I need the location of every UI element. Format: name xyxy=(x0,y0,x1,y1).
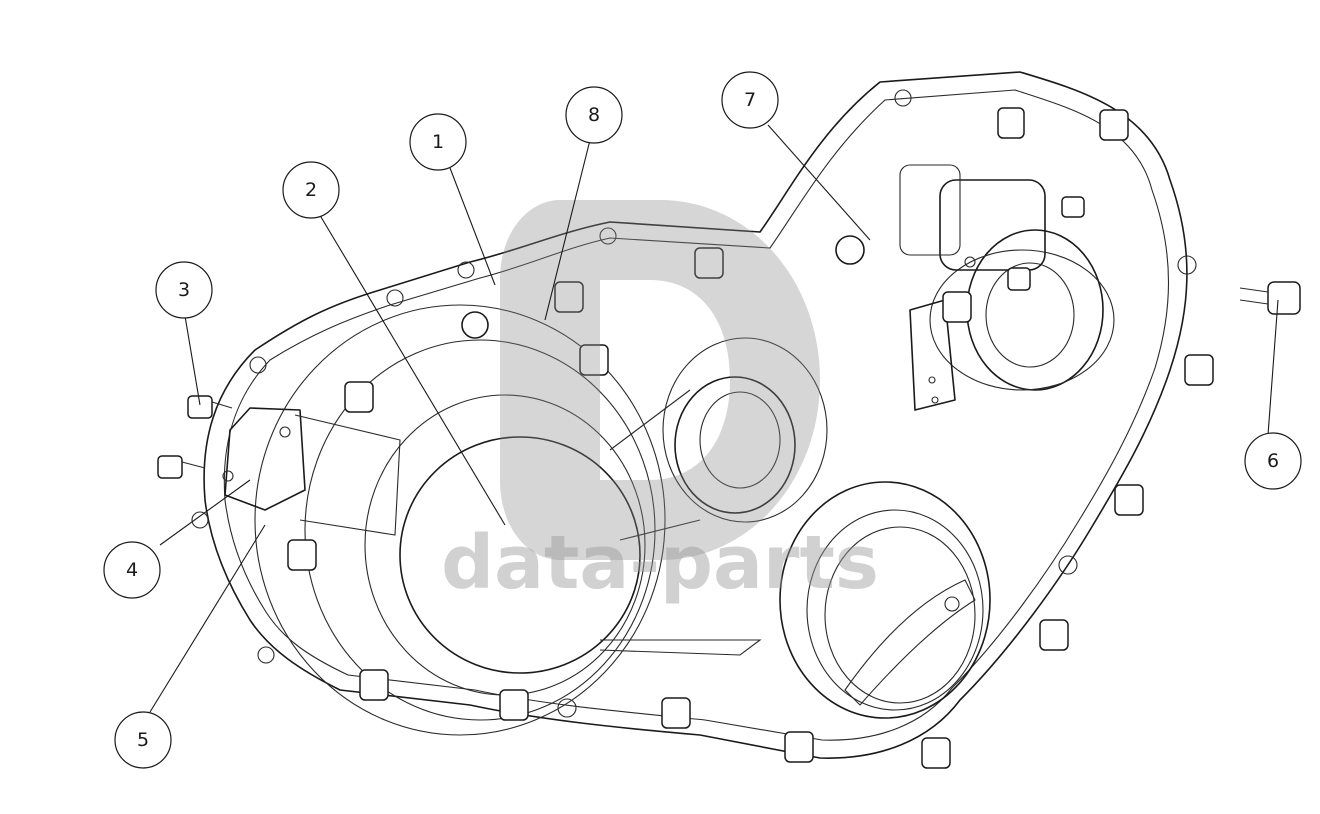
left-sensor-assembly xyxy=(222,407,401,536)
bolt-mid-top xyxy=(694,247,724,279)
bolt-left-1 xyxy=(344,381,374,413)
bolt-part-6 xyxy=(1239,281,1301,315)
bolt-bottom-2 xyxy=(499,689,529,721)
mounting-holes xyxy=(191,89,1197,718)
bolt-upper-left-2 xyxy=(579,344,609,376)
watermark-text: data-parts xyxy=(441,520,879,606)
callout-7: 7 xyxy=(721,71,779,129)
right-sensor-assembly xyxy=(899,164,1046,411)
callout-6-label: 6 xyxy=(1267,450,1279,472)
callout-6: 6 xyxy=(1244,432,1302,490)
callout-5-label: 5 xyxy=(137,729,149,751)
callout-4-label: 4 xyxy=(126,559,138,581)
bolt-right-1 xyxy=(1184,354,1214,386)
bolt-bottom-4 xyxy=(784,731,814,763)
bolt-bottom-1 xyxy=(359,669,389,701)
output-opening xyxy=(779,481,991,719)
callout-8: 8 xyxy=(565,86,623,144)
center-bearing-ring xyxy=(599,337,828,656)
bolt-bottom-5 xyxy=(921,737,951,769)
perimeter-bolts xyxy=(157,107,1301,769)
bolt-upper-left-1 xyxy=(554,281,584,313)
bolt-part-3b xyxy=(157,455,206,479)
callout-2-label: 2 xyxy=(305,179,317,201)
callout-8-label: 8 xyxy=(588,104,600,126)
housing-cover xyxy=(203,71,1188,759)
bolt-left-2 xyxy=(287,539,317,571)
callout-1: 1 xyxy=(409,113,467,171)
watermark: data-parts xyxy=(441,200,879,606)
bolt-top-2 xyxy=(1099,109,1129,141)
bolt-part-3 xyxy=(187,395,233,419)
bolt-right-3 xyxy=(1039,619,1069,651)
callout-3: 3 xyxy=(155,261,213,319)
bolt-right-2 xyxy=(1114,484,1144,516)
bolt-sensor-right xyxy=(942,291,972,323)
leader-lines xyxy=(149,124,1279,713)
callout-3-label: 3 xyxy=(178,279,190,301)
callout-7-label: 7 xyxy=(744,89,756,111)
bolt-bottom-3 xyxy=(661,697,691,729)
bolt-small-sensor xyxy=(1007,267,1031,291)
bolt-top-1 xyxy=(997,107,1025,139)
callout-2: 2 xyxy=(282,161,340,219)
bolt-small-right xyxy=(1061,196,1085,218)
callout-4: 4 xyxy=(103,541,161,599)
callout-1-label: 1 xyxy=(432,131,444,153)
callout-5: 5 xyxy=(114,711,172,769)
